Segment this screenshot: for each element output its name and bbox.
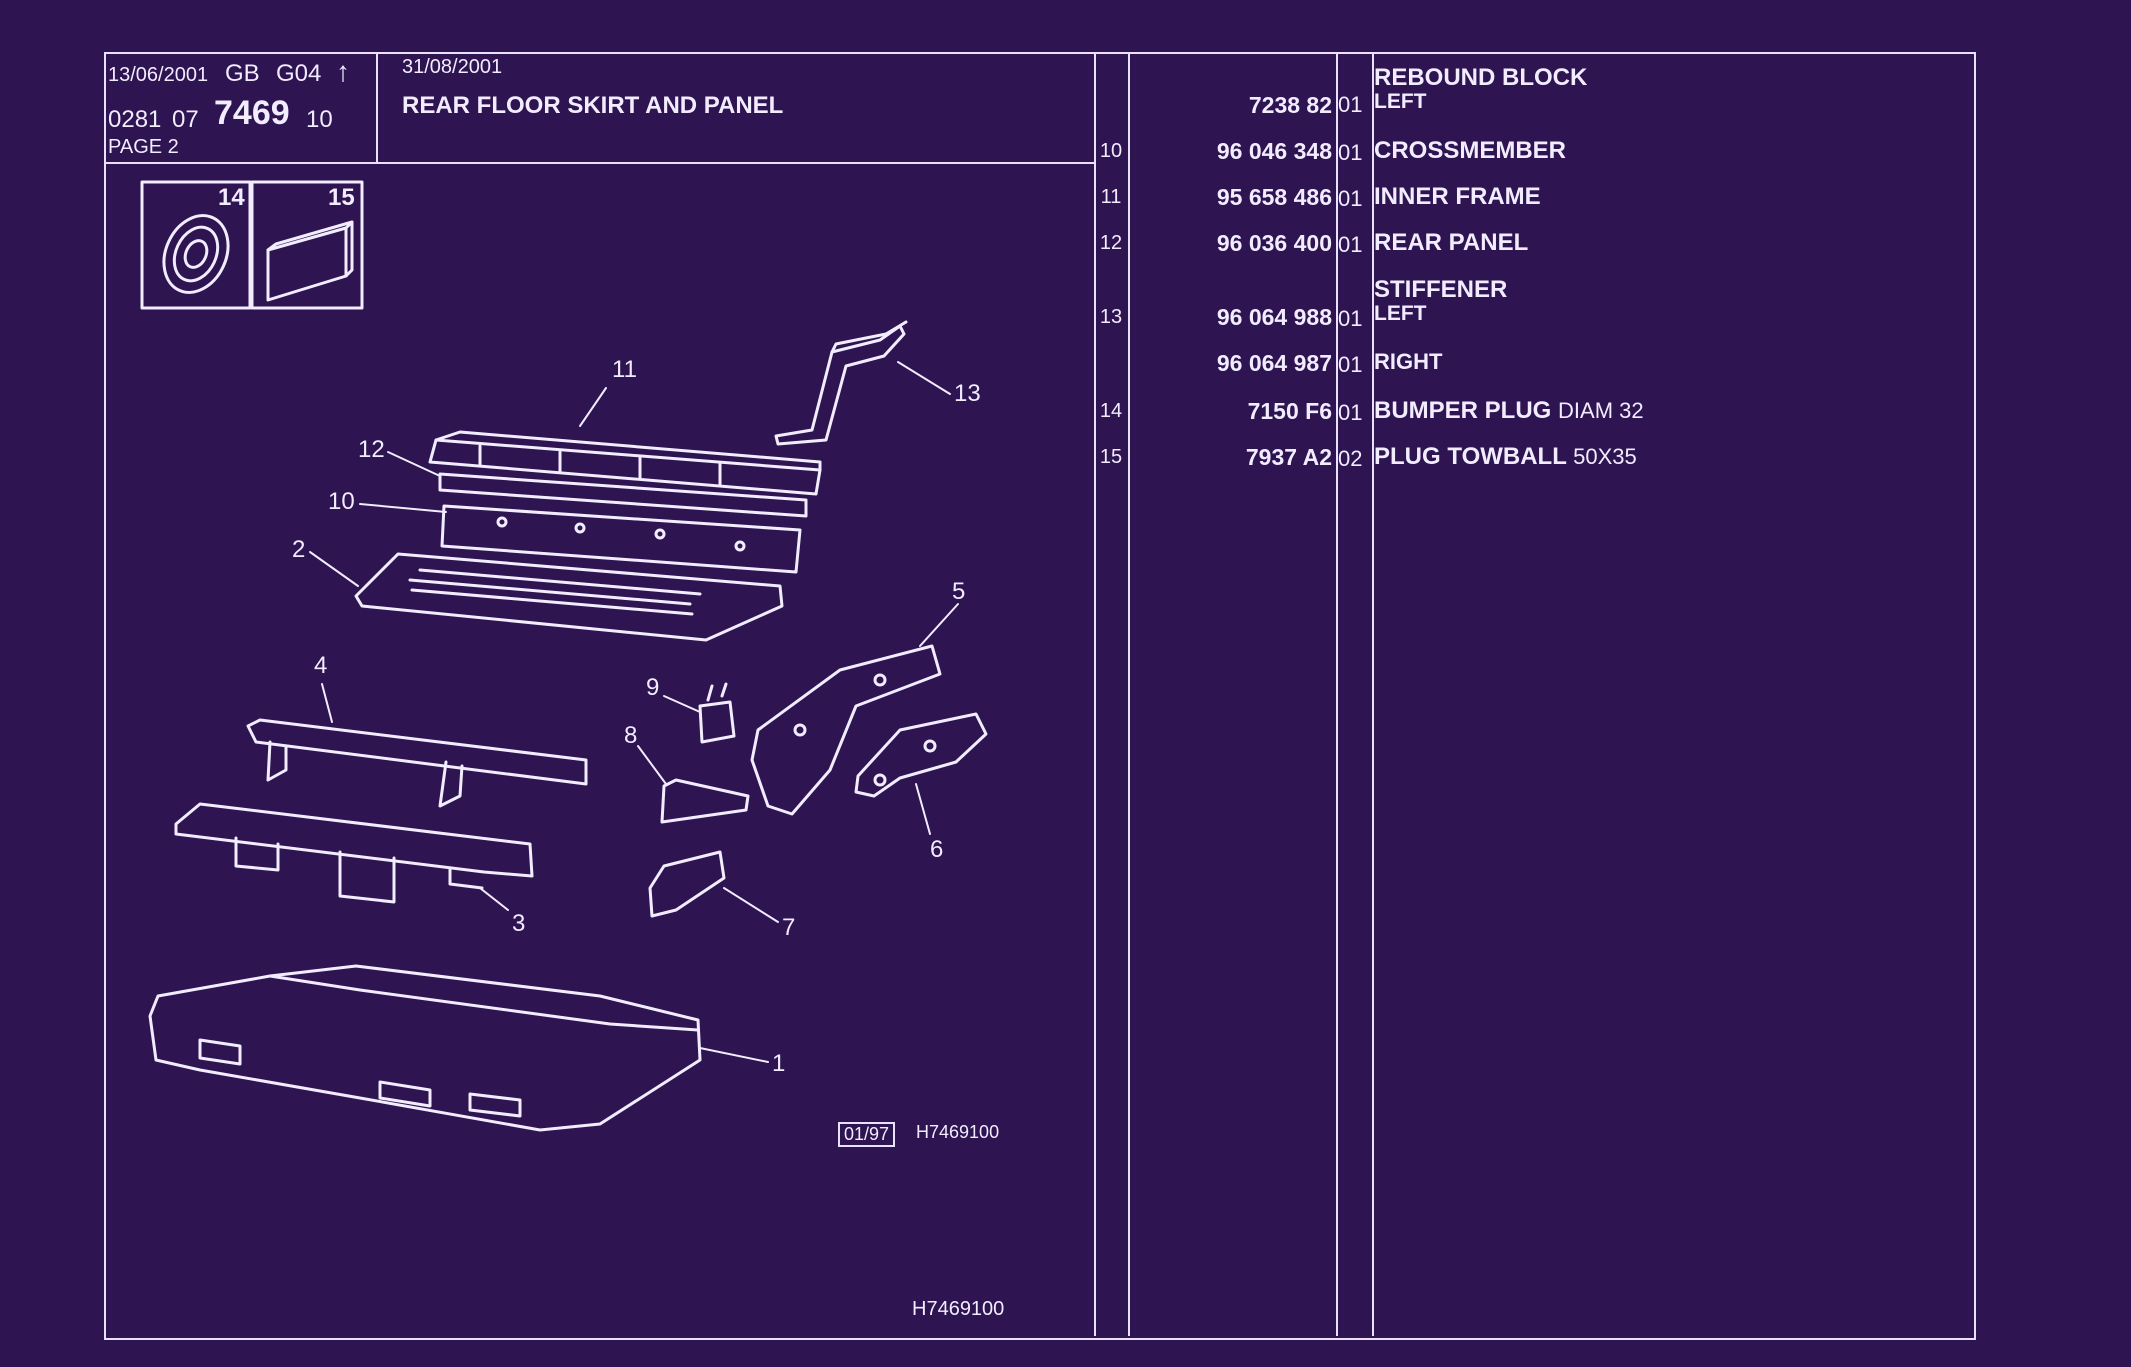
part-10-crossmember <box>440 504 802 574</box>
callout-3: 3 <box>512 910 526 937</box>
part-qty: 01 <box>1338 306 1363 331</box>
part-desc: REBOUND BLOCK <box>1374 64 1588 91</box>
part-ref: 95 658 486 <box>1216 184 1332 210</box>
part-desc-text: BUMPER PLUG <box>1374 397 1552 424</box>
callout-8: 8 <box>624 722 638 749</box>
header-divider <box>104 162 1094 164</box>
part-6-bracket <box>854 712 988 798</box>
callout-6: 6 <box>930 836 944 863</box>
col-line-a <box>1094 52 1096 1336</box>
ref-suffix: 10 <box>306 106 333 133</box>
part-desc: BUMPER PLUG DIAM 32 <box>1374 397 1644 425</box>
part-desc: LEFT <box>1374 302 1427 325</box>
part-7-bracket <box>648 850 726 918</box>
part-num: 11 <box>1100 186 1122 208</box>
inset-left-number: 14 <box>218 184 245 211</box>
update-date: 31/08/2001 <box>402 56 503 78</box>
ref-main: 7469 <box>214 94 290 132</box>
part-desc-text: PLUG TOWBALL <box>1374 443 1567 470</box>
page-title: REAR FLOOR SKIRT AND PANEL <box>402 92 784 119</box>
part-num: 12 <box>1099 232 1123 254</box>
col-line-b <box>1128 52 1130 1336</box>
part-ref: 96 064 987 <box>1216 350 1332 376</box>
group-code: G04 <box>276 60 322 87</box>
part-13-stiffener <box>774 320 908 446</box>
part-desc: RIGHT <box>1374 349 1443 374</box>
part-note: 50X35 <box>1573 444 1637 469</box>
up-arrow-icon: ↑ <box>336 56 350 87</box>
part-qty: 01 <box>1338 186 1363 211</box>
part-2-floor <box>354 552 784 642</box>
part-num: 13 <box>1099 306 1123 328</box>
part-ref: 7238 82 <box>1248 92 1332 118</box>
part-5-bracket <box>750 644 942 816</box>
stamp-code: H7469100 <box>916 1122 1000 1142</box>
part-ref: 96 046 348 <box>1216 138 1332 164</box>
part-qty: 01 <box>1338 352 1363 377</box>
part-qty: 01 <box>1338 92 1363 117</box>
ref-group: 07 <box>172 106 199 133</box>
footer-code: H7469100 <box>912 1298 1005 1320</box>
callout-5: 5 <box>952 578 966 605</box>
part-num: 10 <box>1099 140 1123 162</box>
part-qty: 01 <box>1338 232 1363 257</box>
inset-right-number: 15 <box>328 184 355 211</box>
part-desc: STIFFENER <box>1374 276 1508 303</box>
part-11-inner-frame <box>428 430 822 496</box>
part-ref: 7150 F6 <box>1247 398 1332 424</box>
col-line-d <box>1372 52 1374 1336</box>
leader-lines <box>309 361 959 1063</box>
part-qty: 01 <box>1338 140 1363 165</box>
part-num: 14 <box>1099 400 1123 422</box>
issue-date: 13/06/2001 <box>108 64 209 86</box>
part-1-floor-assembly <box>148 964 702 1132</box>
callout-2: 2 <box>292 536 306 563</box>
part-desc: LEFT <box>1374 90 1427 113</box>
stamp-box: 01/97 <box>838 1122 896 1147</box>
callout-1: 1 <box>772 1050 786 1077</box>
part-12-rear-panel <box>438 472 808 518</box>
part-desc: REAR PANEL <box>1374 229 1529 256</box>
part-3-member <box>174 802 534 904</box>
callout-4: 4 <box>314 652 328 679</box>
bumper-plug-icon <box>162 214 230 294</box>
part-ref: 7937 A2 <box>1245 444 1332 470</box>
part-desc: PLUG TOWBALL 50X35 <box>1374 443 1637 471</box>
part-desc: CROSSMEMBER <box>1374 137 1567 164</box>
callout-13: 13 <box>954 380 981 407</box>
header-split <box>376 52 378 164</box>
part-desc: INNER FRAME <box>1374 183 1541 210</box>
part-ref: 96 036 400 <box>1216 230 1332 256</box>
ref-prefix: 0281 <box>108 106 162 133</box>
page-label: PAGE 2 <box>108 136 179 158</box>
col-line-c <box>1336 52 1338 1336</box>
page-frame <box>104 52 1976 1340</box>
callout-10: 10 <box>328 488 355 515</box>
callout-11: 11 <box>612 356 637 383</box>
part-9-bracket <box>698 682 736 744</box>
inset-box-14 <box>140 180 252 310</box>
part-8-bracket <box>660 778 750 824</box>
part-qty: 02 <box>1338 446 1363 471</box>
part-4-member <box>246 718 588 808</box>
inset-box-15 <box>250 180 364 310</box>
lang-code: GB <box>225 60 260 87</box>
part-num: 15 <box>1099 446 1123 468</box>
callout-7: 7 <box>782 914 796 941</box>
part-ref: 96 064 988 <box>1216 304 1332 330</box>
towball-plug-icon <box>266 220 354 302</box>
callout-9: 9 <box>646 674 660 701</box>
part-note: DIAM 32 <box>1558 398 1644 423</box>
part-qty: 01 <box>1338 400 1363 425</box>
callout-12: 12 <box>358 436 385 463</box>
